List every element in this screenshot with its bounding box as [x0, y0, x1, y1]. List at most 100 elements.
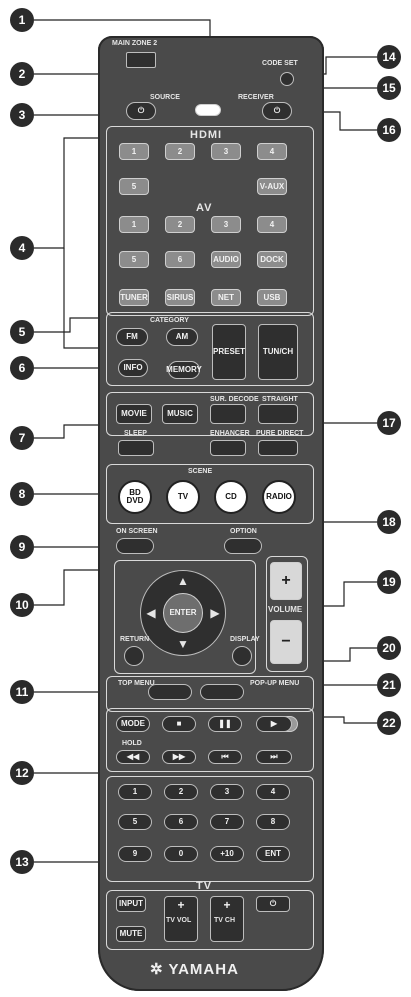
top-menu-label: TOP MENU [118, 680, 155, 687]
volume-up-button[interactable]: + [270, 562, 302, 600]
av-6-button[interactable]: 6 [165, 251, 195, 268]
main-zone2-switch[interactable] [126, 52, 156, 68]
option-button[interactable] [224, 538, 262, 554]
num-7-button[interactable]: 7 [210, 814, 244, 830]
num-1-button[interactable]: 1 [118, 784, 152, 800]
sleep-button[interactable] [118, 440, 154, 456]
skip-back-icon: ⏮ [221, 752, 229, 761]
plus-10-button[interactable]: +10 [210, 846, 244, 862]
av-2-button[interactable]: 2 [165, 216, 195, 233]
return-button[interactable] [124, 646, 144, 666]
rewind-button[interactable]: ◀◀ [116, 750, 150, 764]
num-6-button[interactable]: 6 [164, 814, 198, 830]
cursor-pad[interactable] [140, 570, 226, 656]
code-set-button[interactable] [280, 72, 294, 86]
code-set-label: CODE SET [262, 60, 298, 67]
receiver-power-button[interactable]: ⏻ [262, 102, 292, 120]
av-5-button[interactable]: 5 [119, 251, 149, 268]
num-4-button[interactable]: 4 [256, 784, 290, 800]
fm-button[interactable]: FM [116, 328, 148, 346]
on-screen-label: ON SCREEN [116, 528, 158, 535]
callout-16: 16 [377, 118, 401, 142]
scene-cd-button[interactable]: CD [214, 480, 248, 514]
num-5-button[interactable]: 5 [118, 814, 152, 830]
info-button[interactable]: INFO [118, 359, 148, 377]
callout-7: 7 [10, 426, 34, 450]
tun-ch-rocker[interactable]: TUN/CH [258, 324, 298, 380]
skip-forward-button[interactable]: ⏭ [256, 750, 292, 764]
brand-text: YAMAHA [168, 961, 239, 978]
am-button[interactable]: AM [166, 328, 198, 346]
fast-forward-button[interactable]: ▶▶ [162, 750, 196, 764]
straight-button[interactable] [258, 404, 298, 424]
num-0-button[interactable]: 0 [164, 846, 198, 862]
scene-radio-button[interactable]: RADIO [262, 480, 296, 514]
preset-rocker[interactable]: PRESET [212, 324, 246, 380]
audio-button[interactable]: AUDIO [211, 251, 241, 268]
play-button[interactable]: ▶ [256, 716, 292, 732]
enhancer-label: ENHANCER [210, 430, 250, 437]
tv-ch-rocker[interactable]: + [210, 896, 244, 942]
callout-18: 18 [377, 510, 401, 534]
callout-6: 6 [10, 356, 34, 380]
av-1-button[interactable]: 1 [119, 216, 149, 233]
net-button[interactable]: NET [211, 289, 241, 306]
skip-back-button[interactable]: ⏮ [208, 750, 242, 764]
enhancer-button[interactable] [210, 440, 246, 456]
cursor-left-icon[interactable]: ◀ [146, 606, 156, 620]
hdmi-5-button[interactable]: 5 [119, 178, 149, 195]
num-2-button[interactable]: 2 [164, 784, 198, 800]
usb-button[interactable]: USB [257, 289, 287, 306]
tv-ch-label: TV CH [214, 917, 235, 924]
display-button[interactable] [232, 646, 252, 666]
tv-input-button[interactable]: INPUT [116, 896, 146, 912]
scene-bd-dvd-button[interactable]: BD DVD [118, 480, 152, 514]
hdmi-4-button[interactable]: 4 [257, 143, 287, 160]
cursor-right-icon[interactable]: ▶ [210, 606, 220, 620]
sur-decode-button[interactable] [210, 404, 246, 424]
volume-down-button[interactable]: − [270, 620, 302, 664]
hold-label: HOLD [122, 740, 142, 747]
stop-icon: ■ [176, 719, 182, 728]
tv-vol-rocker[interactable]: + [164, 896, 198, 942]
cursor-up-icon[interactable]: ▲ [177, 574, 189, 588]
tv-control-panel [106, 890, 314, 950]
popup-menu-button[interactable] [200, 684, 244, 700]
tun-ch-label: TUN/CH [262, 347, 294, 356]
pure-direct-button[interactable] [258, 440, 298, 456]
dock-button[interactable]: DOCK [257, 251, 287, 268]
top-menu-button[interactable] [148, 684, 192, 700]
on-screen-button[interactable] [116, 538, 154, 554]
source-power-button[interactable]: ⏻ [126, 102, 156, 120]
hdmi-3-button[interactable]: 3 [211, 143, 241, 160]
num-9-button[interactable]: 9 [118, 846, 152, 862]
enter-button[interactable]: ENTER [163, 593, 203, 633]
tv-power-button[interactable]: ⏻ [256, 896, 290, 912]
popup-menu-label: POP-UP MENU [250, 680, 300, 687]
tuner-button[interactable]: TUNER [119, 289, 149, 306]
mode-button[interactable]: MODE [116, 716, 150, 732]
scene-tv-button[interactable]: TV [166, 480, 200, 514]
display-label: DISPLAY [230, 636, 260, 643]
av-label: AV [196, 202, 213, 214]
hdmi-1-button[interactable]: 1 [119, 143, 149, 160]
tv-mute-button[interactable]: MUTE [116, 926, 146, 942]
input-select-panel [106, 126, 314, 316]
movie-button[interactable]: MOVIE [116, 404, 152, 424]
infrared-window [195, 104, 221, 116]
sur-decode-label: SUR. DECODE [210, 396, 259, 403]
music-button[interactable]: MUSIC [162, 404, 198, 424]
hdmi-2-button[interactable]: 2 [165, 143, 195, 160]
memory-button[interactable]: MEMORY [166, 361, 202, 379]
stop-button[interactable]: ■ [162, 716, 196, 732]
num-3-button[interactable]: 3 [210, 784, 244, 800]
sirius-button[interactable]: SIRIUS [165, 289, 195, 306]
cursor-down-icon[interactable]: ▼ [177, 637, 189, 651]
pause-button[interactable]: ❚❚ [208, 716, 242, 732]
av-4-button[interactable]: 4 [257, 216, 287, 233]
v-aux-button[interactable]: V-AUX [257, 178, 287, 195]
av-3-button[interactable]: 3 [211, 216, 241, 233]
callout-12: 12 [10, 761, 34, 785]
num-8-button[interactable]: 8 [256, 814, 290, 830]
ent-button[interactable]: ENT [256, 846, 290, 862]
